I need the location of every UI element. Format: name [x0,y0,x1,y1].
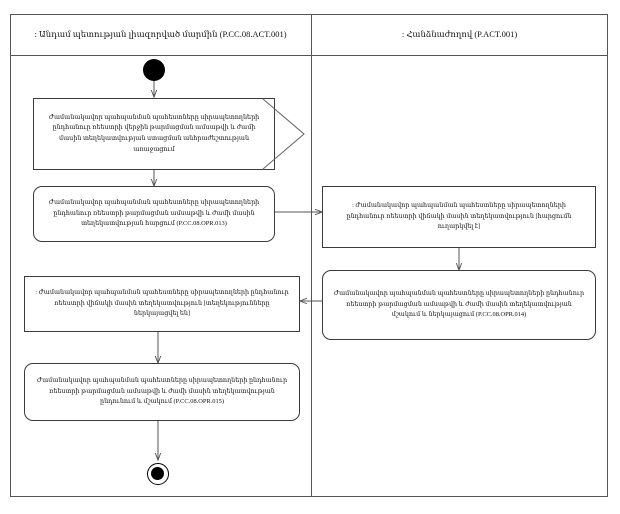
activity-node-opr-015[interactable]: Ժամանակավոր պահպանման պահեստները սիրապետ… [24,363,300,421]
activity-node-opr-013[interactable]: Ժամանակավոր պահպանման պահեստները սիրապետ… [33,186,275,242]
swimlane-header-right: : Հանձնաժողով (P.ACT.001) [401,29,518,40]
activity-node-signal-receipt[interactable]: Ժամանակավոր պահպանման պահեստները սիրապետ… [33,98,275,170]
swimlane-header-separator [10,55,608,56]
swimlane-frame [10,14,608,497]
swimlane-divider [311,14,312,497]
activity-node-opr-014[interactable]: Ժամանակավոր պահպանման պահեստները սիրապետ… [322,270,596,340]
signal-node-register-state-received[interactable]: : Ժամանակավոր պահպանման պահեստները սիրապ… [24,276,300,332]
signal-node-register-state-info[interactable]: : Ժամանակավոր պահպանման պահեստները սիրապ… [322,186,596,248]
swimlane-header-left: : Անդամ պետության լիազորված մարմին (P.CC… [34,29,287,40]
initial-node [143,59,165,81]
activity-final-node [147,463,169,485]
